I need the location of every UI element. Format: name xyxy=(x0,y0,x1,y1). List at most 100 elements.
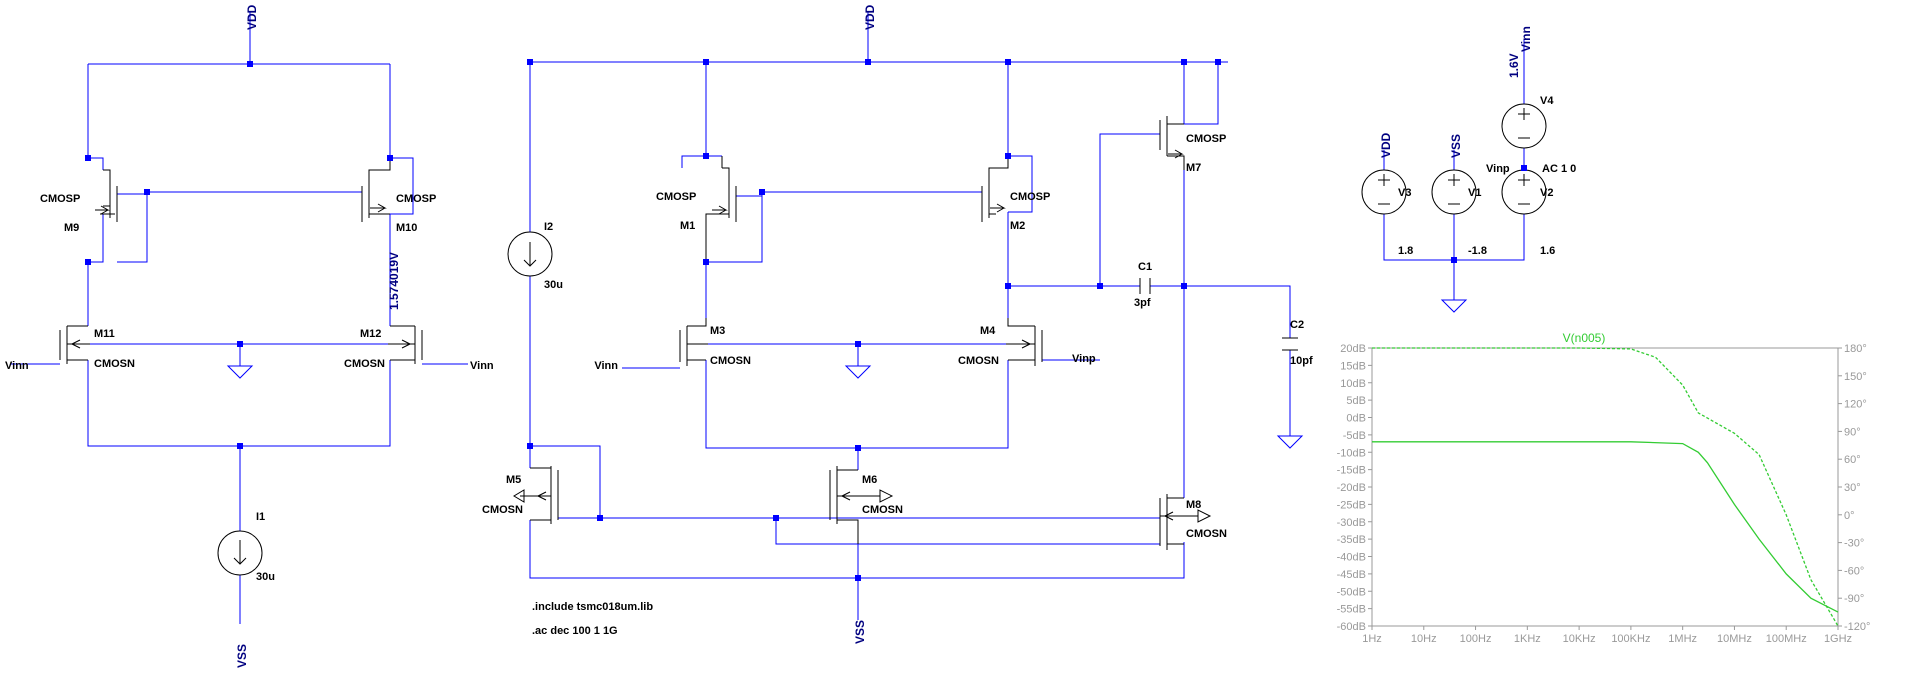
y-right-axis-ticks: 180°150°120°90°60°30°0°-30°-60°-90°-120° xyxy=(1838,343,1870,633)
x-axis-ticks: 1Hz 10Hz 100Hz 1KHz 10KHz 100KHz 1MHz 10MHz 100M… xyxy=(1362,626,1852,645)
spice-directives: .include tsmc018um.lib .ac dec 100 1 1G xyxy=(532,601,653,637)
transistor-m5[interactable] xyxy=(513,466,559,524)
y-left-tick-label: 15dB xyxy=(1340,360,1366,372)
svg-text:M8: M8 xyxy=(1186,499,1201,511)
svg-text:CMOSN: CMOSN xyxy=(710,355,751,367)
x-tick-label: 100KHz xyxy=(1611,633,1650,645)
x-tick-label: 10MHz xyxy=(1717,633,1752,645)
capacitor-c2[interactable] xyxy=(1282,337,1298,351)
y-left-tick-label: 0dB xyxy=(1346,413,1366,425)
plot-trace-name: V(n005) xyxy=(1563,331,1606,345)
x-tick-label: 1Hz xyxy=(1362,633,1382,645)
include-directive: .include tsmc018um.lib xyxy=(532,601,653,613)
y-left-tick-label: -45dB xyxy=(1337,569,1366,581)
voltage-source-v3[interactable] xyxy=(1361,169,1407,215)
y-left-axis-ticks: 20dB15dB10dB5dB0dB-5dB-10dB-15dB-20dB-25… xyxy=(1337,343,1372,633)
y-left-tick-label: -35dB xyxy=(1337,534,1366,546)
current-source-i1[interactable] xyxy=(217,530,263,576)
svg-text:M6: M6 xyxy=(862,474,877,486)
x-tick-label: 1MHz xyxy=(1668,633,1697,645)
svg-text:M3: M3 xyxy=(710,325,725,337)
svg-text:1.8: 1.8 xyxy=(1398,245,1413,257)
transistor-m9[interactable] xyxy=(95,169,118,222)
net-labels: VDD VDD VSS VSS 1.574019V Vinn Vinn Vinn… xyxy=(5,4,1533,668)
y-left-tick-label: -40dB xyxy=(1337,552,1366,564)
y-right-tick-label: 30° xyxy=(1844,482,1861,494)
device-labels: CMOSP M9 CMOSP M10 M11 CMOSN M12 CMOSN I… xyxy=(40,95,1576,583)
net-label-vinn: Vinn xyxy=(470,360,494,372)
svg-text:CMOSN: CMOSN xyxy=(862,504,903,516)
current-source-i2[interactable] xyxy=(507,231,553,277)
svg-text:V3: V3 xyxy=(1398,187,1411,199)
y-right-tick-label: 60° xyxy=(1844,454,1861,466)
transistor-m4[interactable] xyxy=(1006,318,1043,366)
voltage-source-v4[interactable] xyxy=(1501,103,1547,149)
y-left-tick-label: -10dB xyxy=(1337,447,1366,459)
svg-text:CMOSP: CMOSP xyxy=(40,193,80,205)
y-left-tick-label: 20dB xyxy=(1340,343,1366,355)
svg-text:M10: M10 xyxy=(396,222,417,234)
x-tick-label: 10KHz xyxy=(1563,633,1596,645)
transistor-m8[interactable] xyxy=(1159,494,1212,550)
svg-text:M2: M2 xyxy=(1010,220,1025,232)
x-tick-label: 10Hz xyxy=(1411,633,1437,645)
transistor-m11[interactable] xyxy=(59,325,90,364)
y-left-tick-label: 10dB xyxy=(1340,378,1366,390)
opamp-wiring xyxy=(529,12,1291,620)
transistor-m12[interactable] xyxy=(388,325,423,364)
svg-text:CMOSP: CMOSP xyxy=(1010,191,1050,203)
transistor-m6[interactable] xyxy=(829,466,894,544)
voltage-source-v1[interactable] xyxy=(1431,169,1477,215)
magnitude-trace xyxy=(1372,441,1839,613)
svg-text:V4: V4 xyxy=(1540,95,1554,107)
transistor-m7[interactable] xyxy=(1159,116,1185,170)
ac-directive: .ac dec 100 1 1G xyxy=(532,625,618,637)
capacitor-c1[interactable] xyxy=(1139,278,1151,294)
y-right-tick-label: 180° xyxy=(1844,343,1867,355)
svg-text:M4: M4 xyxy=(980,325,996,337)
svg-text:C1: C1 xyxy=(1138,261,1152,273)
svg-text:I2: I2 xyxy=(544,221,553,233)
y-right-tick-label: -60° xyxy=(1844,565,1864,577)
net-label-vinn: Vinn xyxy=(1519,26,1533,52)
transistor-m2[interactable] xyxy=(981,156,1009,222)
x-tick-label: 1GHz xyxy=(1824,633,1852,645)
svg-text:M12: M12 xyxy=(360,328,381,340)
svg-text:CMOSN: CMOSN xyxy=(94,358,135,370)
svg-text:M5: M5 xyxy=(506,474,521,486)
svg-text:-1.8: -1.8 xyxy=(1468,245,1487,257)
transistor-m10[interactable] xyxy=(361,158,391,222)
y-left-tick-label: -60dB xyxy=(1337,621,1366,633)
svg-text:CMOSP: CMOSP xyxy=(396,193,436,205)
x-tick-label: 100MHz xyxy=(1766,633,1807,645)
y-right-tick-label: -120° xyxy=(1844,621,1870,633)
y-right-tick-label: -90° xyxy=(1844,593,1864,605)
svg-text:30u: 30u xyxy=(544,279,563,291)
x-tick-label: 1KHz xyxy=(1514,633,1541,645)
svg-text:M7: M7 xyxy=(1186,162,1201,174)
svg-text:AC 1 0: AC 1 0 xyxy=(1542,163,1576,175)
y-left-tick-label: -50dB xyxy=(1337,586,1366,598)
svg-text:M11: M11 xyxy=(94,328,115,340)
net-label-vss: VSS xyxy=(1449,134,1463,158)
y-left-tick-label: -25dB xyxy=(1337,499,1366,511)
node-voltage-label: 1.574019V xyxy=(387,252,401,310)
svg-text:30u: 30u xyxy=(256,571,275,583)
plot-traces xyxy=(1372,347,1839,627)
x-tick-label: 100Hz xyxy=(1460,633,1492,645)
net-label-vdd: VDD xyxy=(245,4,259,30)
svg-text:1.6: 1.6 xyxy=(1540,245,1555,257)
net-label-vdd: VDD xyxy=(1379,132,1393,158)
net-label-vss: VSS xyxy=(235,644,249,668)
y-left-tick-label: -5dB xyxy=(1343,430,1366,442)
y-left-tick-label: -15dB xyxy=(1337,465,1366,477)
transistor-m1[interactable] xyxy=(705,156,737,262)
transistor-m3[interactable] xyxy=(679,318,708,366)
svg-text:CMOSN: CMOSN xyxy=(482,504,523,516)
net-label-vinp: Vinp xyxy=(1486,163,1510,175)
y-left-tick-label: -55dB xyxy=(1337,604,1366,616)
ground-symbols xyxy=(844,365,1304,449)
svg-text:I1: I1 xyxy=(256,511,265,523)
